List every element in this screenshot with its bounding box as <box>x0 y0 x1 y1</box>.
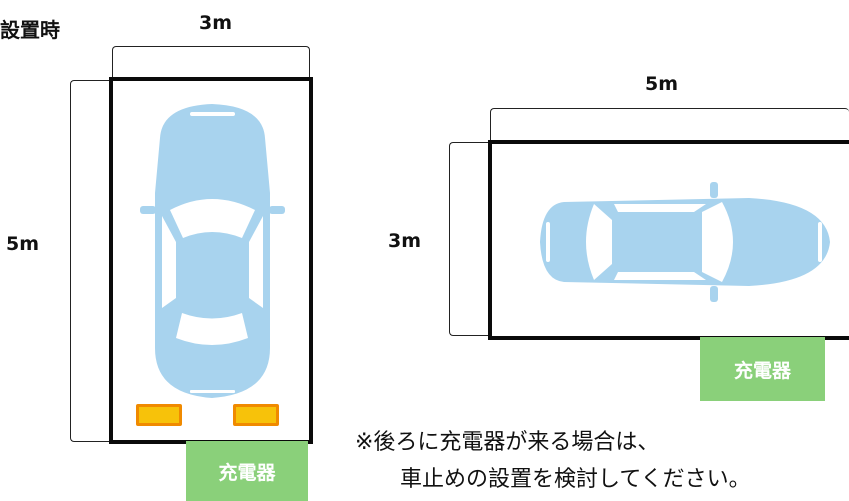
slot-width-label-horizontal: 5m <box>645 73 679 95</box>
length-dimension-bracket-horizontal <box>449 142 493 336</box>
length-dimension-bracket <box>70 80 114 442</box>
car-top-view-icon <box>140 104 285 398</box>
slot-length-label-horizontal: 3m <box>388 230 422 252</box>
width-dimension-bracket <box>112 46 310 86</box>
charger-badge-vertical: 充電器 <box>186 441 308 501</box>
note-line-2: 車止めの設置を検討してください。 <box>400 467 751 492</box>
slot-length-label: 5m <box>6 233 40 255</box>
wheel-stopper-left <box>136 404 182 426</box>
car-side-top-view-icon <box>540 182 830 302</box>
charger-badge-horizontal: 充電器 <box>700 337 825 401</box>
slot-width-label: 3m <box>199 12 233 34</box>
page-title: 設置時 <box>0 18 60 42</box>
note-line-1: ※後ろに充電器が来る場合は、 <box>355 430 660 455</box>
width-dimension-bracket-horizontal <box>490 108 849 144</box>
wheel-stopper-right <box>233 404 279 426</box>
